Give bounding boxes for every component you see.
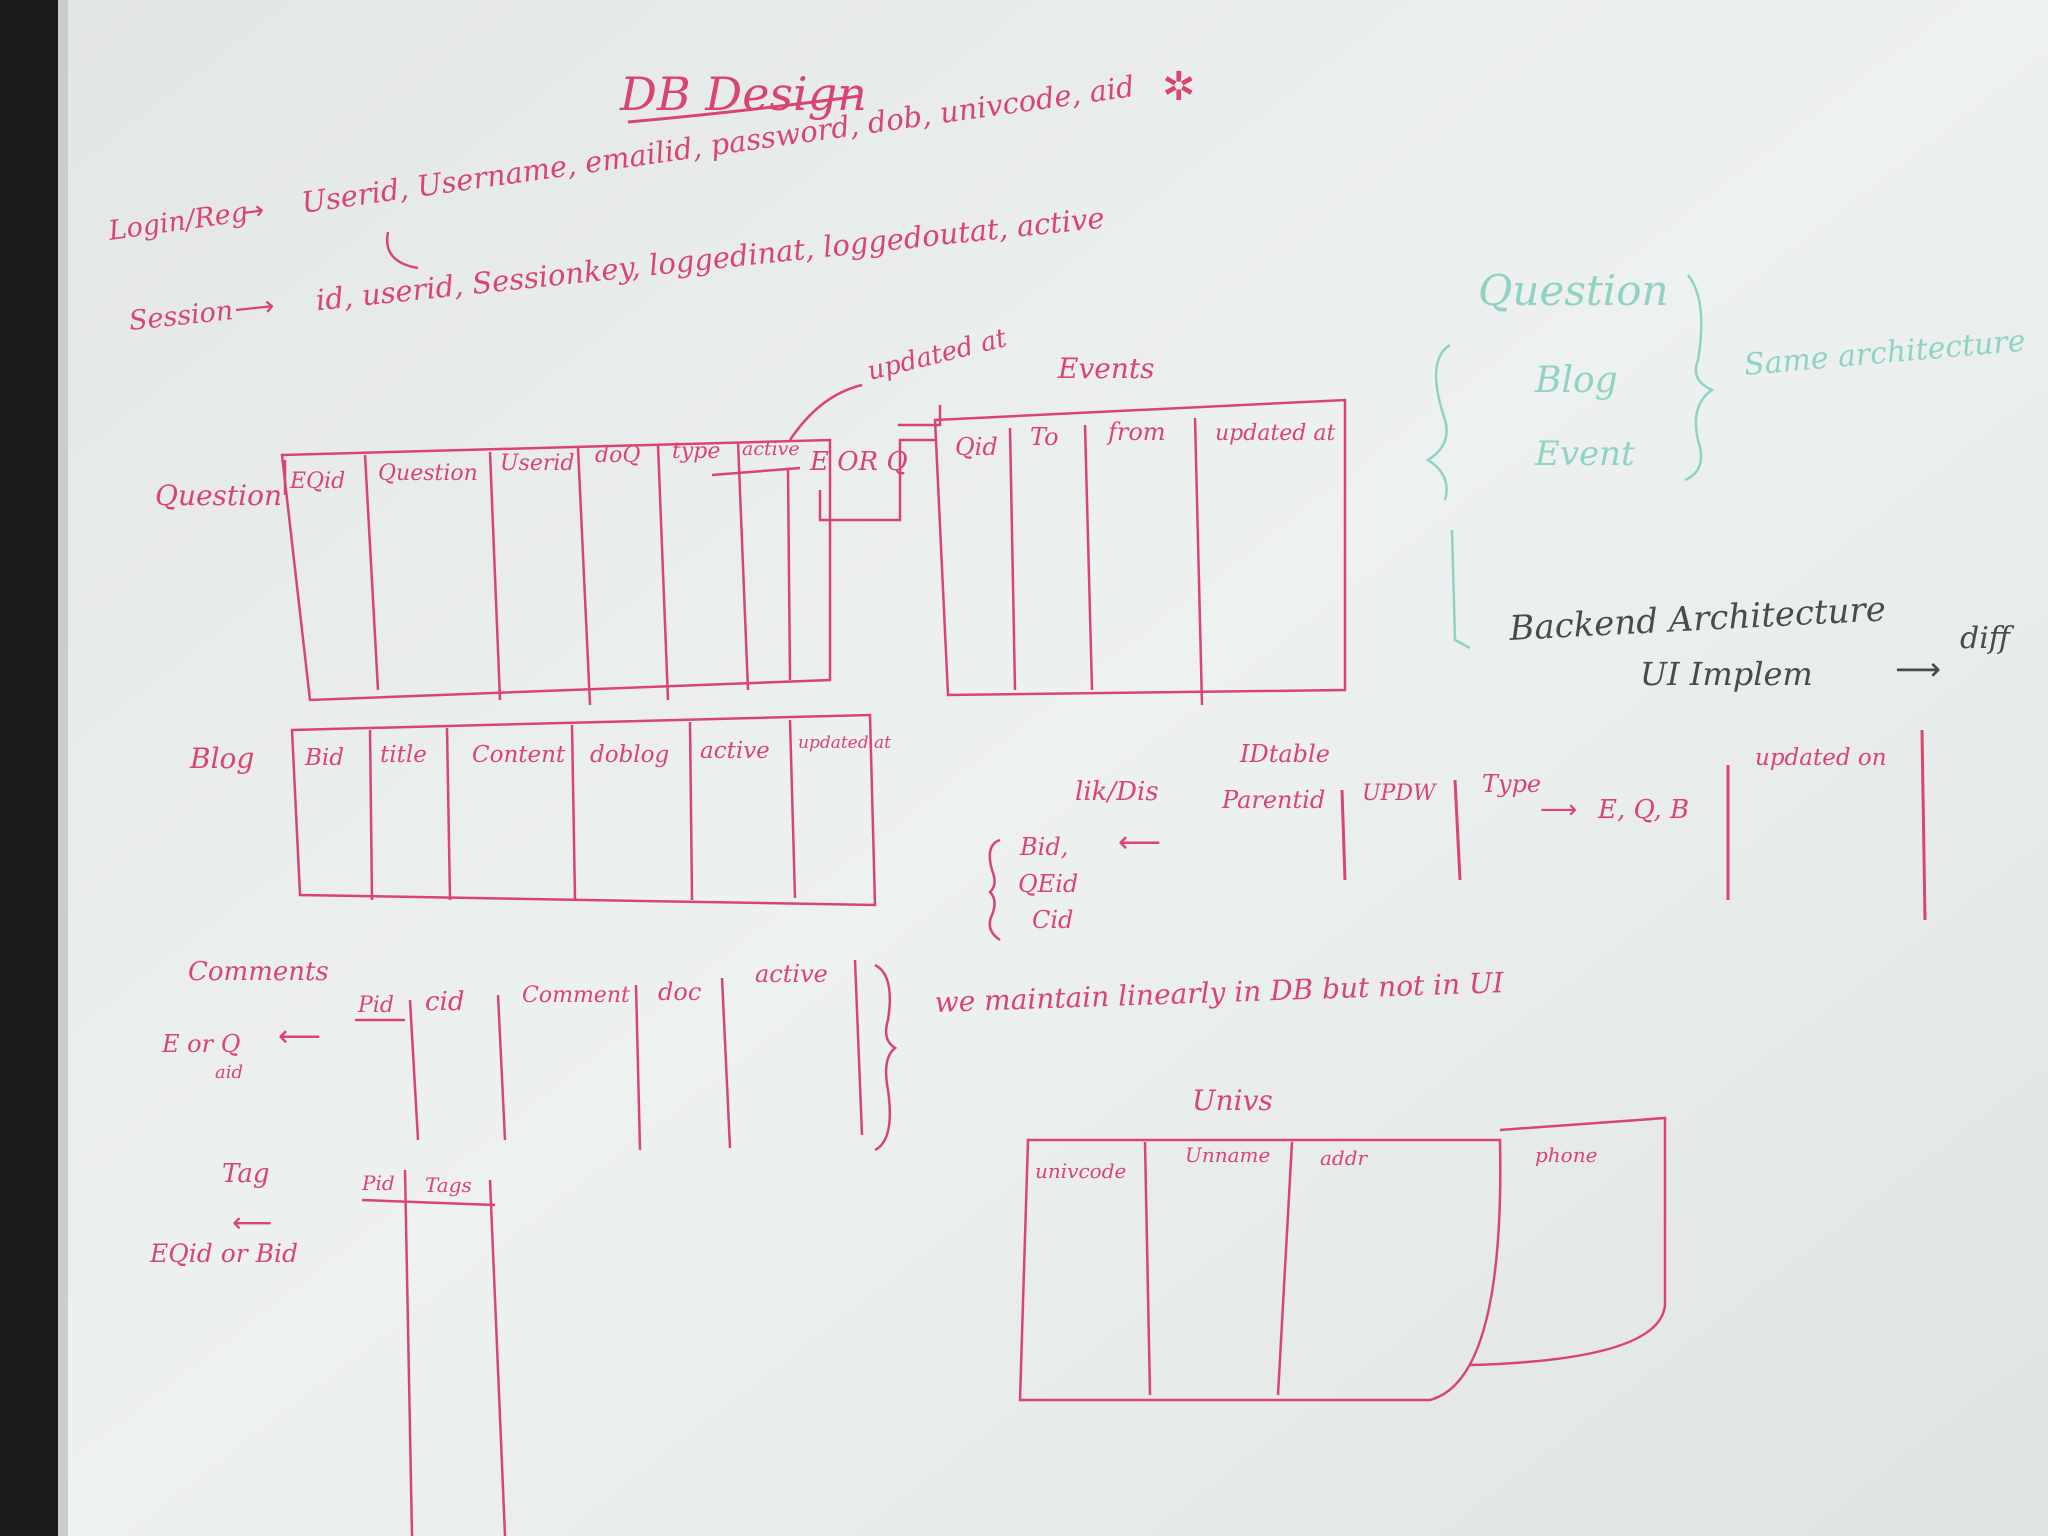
blog-col: updated at	[798, 733, 891, 753]
tags-label: Tag	[222, 1159, 269, 1189]
blog-label: Blog	[189, 742, 254, 775]
question-label: Question	[155, 479, 282, 512]
comments-label: Comments	[188, 957, 329, 987]
question-col: active	[742, 438, 800, 460]
parent-ref: QEid	[1018, 870, 1078, 898]
blog-col: doblog	[590, 742, 669, 768]
type-values: E, Q, B	[1597, 795, 1689, 825]
arrow-right-icon: ⟶	[1895, 650, 1941, 688]
parent-ref: Bid,	[1019, 833, 1068, 861]
like-subtitle: IDtable	[1239, 740, 1330, 768]
events-col: Qid	[955, 433, 998, 461]
blog-col: Bid	[304, 745, 344, 771]
comments-col: Comment	[522, 983, 630, 1008]
arrow-right-icon: ⟶	[1540, 795, 1577, 825]
eorq-label: E OR Q	[809, 447, 908, 477]
question-col: EQid	[289, 469, 345, 494]
arrow-left-icon: ⟵	[278, 1019, 321, 1054]
arrow-right-icon: →	[240, 195, 266, 228]
tags-col: Tags	[425, 1173, 472, 1197]
tags-ref: EQid or Bid	[149, 1239, 298, 1268]
ui-impl-note: UI Implem	[1640, 655, 1813, 693]
like-title: lik/Dis	[1075, 777, 1159, 807]
blog-col: active	[700, 738, 770, 764]
arrow-left-icon: ⟵	[232, 1206, 272, 1239]
univs-col: addr	[1320, 1146, 1369, 1170]
star-icon: ✲	[1162, 64, 1196, 110]
arrow-right-icon: ⟶	[233, 289, 276, 326]
like-col: Type	[1482, 770, 1541, 798]
events-col: updated at	[1215, 421, 1336, 446]
title-group: DB Design ✲	[619, 64, 1196, 124]
tags-col: Pid	[361, 1171, 395, 1195]
board-surface	[58, 0, 2048, 1536]
univs-col: Unname	[1185, 1143, 1270, 1167]
univs-col: phone	[1535, 1143, 1597, 1167]
like-col: Parentid	[1221, 786, 1325, 814]
question-col: Question	[378, 461, 478, 486]
page-title: DB Design	[619, 67, 867, 121]
tags-table: Tag Pid Tags ⟵ EQid or Bid	[149, 1159, 507, 1536]
blog-col: Content	[472, 742, 566, 768]
like-table: lik/Dis IDtable Parentid UPDW Type updat…	[988, 729, 1927, 942]
like-col: updated on	[1755, 745, 1887, 771]
group-item: Blog	[1534, 360, 1618, 401]
univs-col: univcode	[1035, 1159, 1126, 1183]
comments-col: active	[755, 960, 828, 988]
events-col: from	[1106, 418, 1166, 446]
blog-col: title	[380, 742, 427, 768]
question-col: Userid	[500, 451, 575, 476]
arrow-left-icon: ⟵	[1118, 825, 1161, 860]
comments-col: cid	[425, 987, 465, 1017]
diff-note: diff	[1960, 621, 2015, 656]
comments-col: Pid	[357, 993, 394, 1018]
events-title: Events	[1057, 352, 1154, 385]
pid-ref: E or Q	[161, 1030, 240, 1058]
pid-ref-sub: aid	[215, 1062, 243, 1083]
question-col: type	[672, 439, 720, 464]
board-frame-left	[0, 0, 58, 1536]
comments-col: doc	[658, 978, 701, 1006]
question-col: doQ	[595, 443, 640, 468]
connector-arrow	[385, 231, 419, 270]
blog-table: Blog Bid title Content doblog active upd…	[189, 713, 891, 907]
question-table: Question EQid Question Userid doQ type a…	[155, 438, 832, 706]
parent-ref: Cid	[1032, 906, 1073, 934]
events-col: To	[1030, 423, 1059, 451]
univs-title: Univs	[1192, 1084, 1273, 1117]
group-item: Question	[1478, 266, 1669, 315]
like-col: UPDW	[1362, 781, 1438, 806]
universities-table: Univs univcode Unname addr phone	[1018, 1084, 1667, 1402]
group-item: Event	[1534, 434, 1635, 474]
